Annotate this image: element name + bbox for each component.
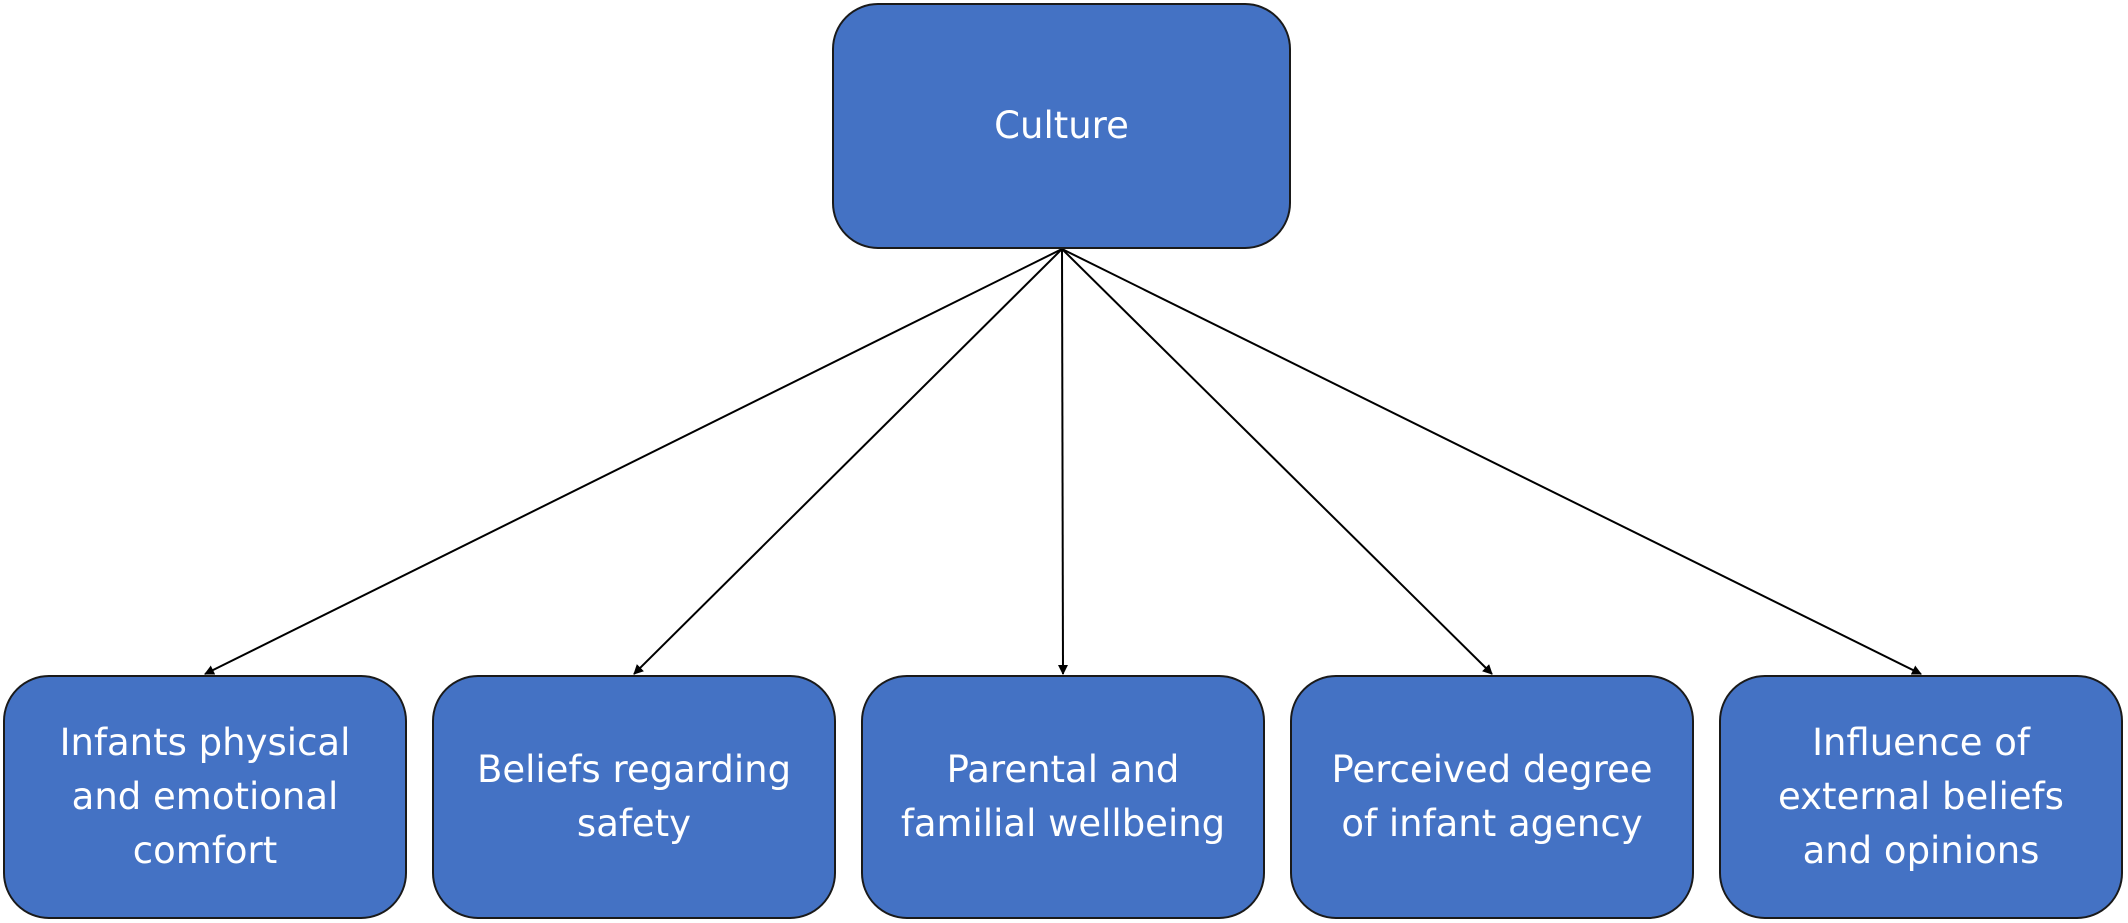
child-node-safety-beliefs: Beliefs regarding safety — [432, 675, 836, 919]
arrow-to-child-1 — [204, 248, 1063, 675]
root-node-label: Culture — [994, 104, 1129, 147]
arrow-to-child-3 — [1057, 248, 1068, 675]
arrow-to-child-4 — [1061, 248, 1493, 675]
child-node-label: Influence of external beliefs and opinio… — [1778, 721, 2064, 872]
arrow-to-child-2 — [633, 248, 1063, 675]
child-node-label: Infants physical and emotional comfort — [59, 721, 351, 872]
child-node-label: Beliefs regarding safety — [476, 748, 792, 845]
child-node-infant-agency: Perceived degree of infant agency — [1290, 675, 1694, 919]
child-node-label: Parental and familial wellbeing — [900, 748, 1226, 845]
arrow-to-child-5 — [1061, 248, 1922, 675]
root-node-culture: Culture — [832, 3, 1291, 249]
child-node-infant-comfort: Infants physical and emotional comfort — [3, 675, 407, 919]
child-node-label: Perceived degree of infant agency — [1331, 748, 1653, 845]
child-node-external-influence: Influence of external beliefs and opinio… — [1719, 675, 2123, 919]
child-node-parental-wellbeing: Parental and familial wellbeing — [861, 675, 1265, 919]
